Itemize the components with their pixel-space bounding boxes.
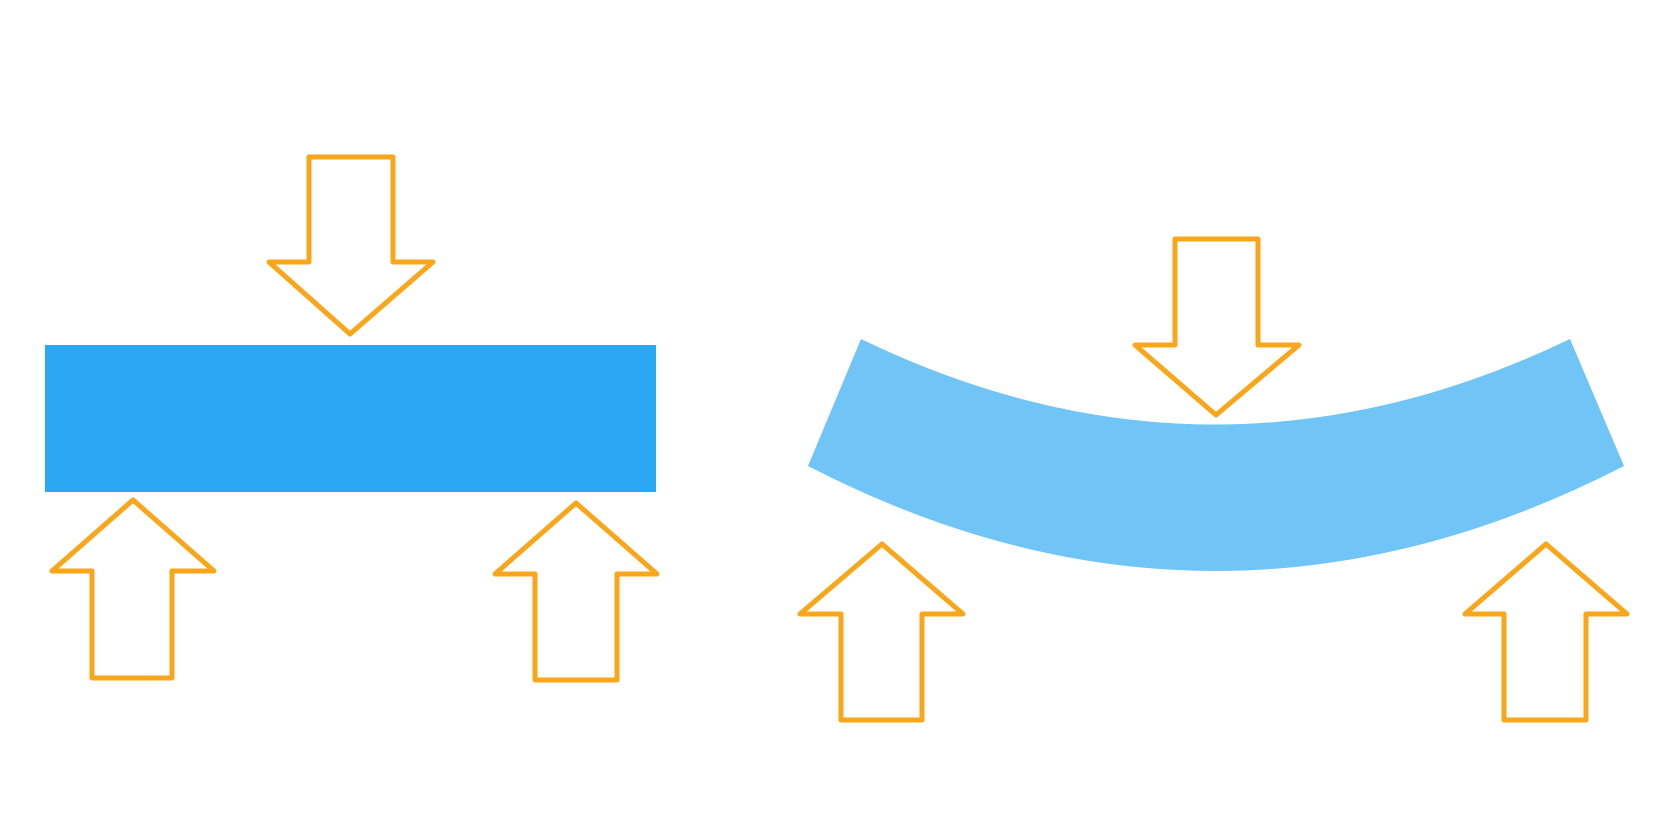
support-arrow-up-icon-left — [797, 541, 966, 723]
straight-beam — [45, 345, 656, 492]
load-arrow-down-icon — [1132, 236, 1302, 418]
support-arrow-up-icon-right — [1462, 541, 1630, 723]
support-arrow-up-icon-left — [49, 497, 217, 681]
unloaded-beam-panel — [45, 154, 660, 683]
load-arrow-down-icon — [266, 154, 436, 337]
bent-beam-panel — [797, 236, 1630, 723]
bent-beam — [808, 339, 1624, 571]
support-arrow-up-icon-right — [492, 500, 660, 683]
